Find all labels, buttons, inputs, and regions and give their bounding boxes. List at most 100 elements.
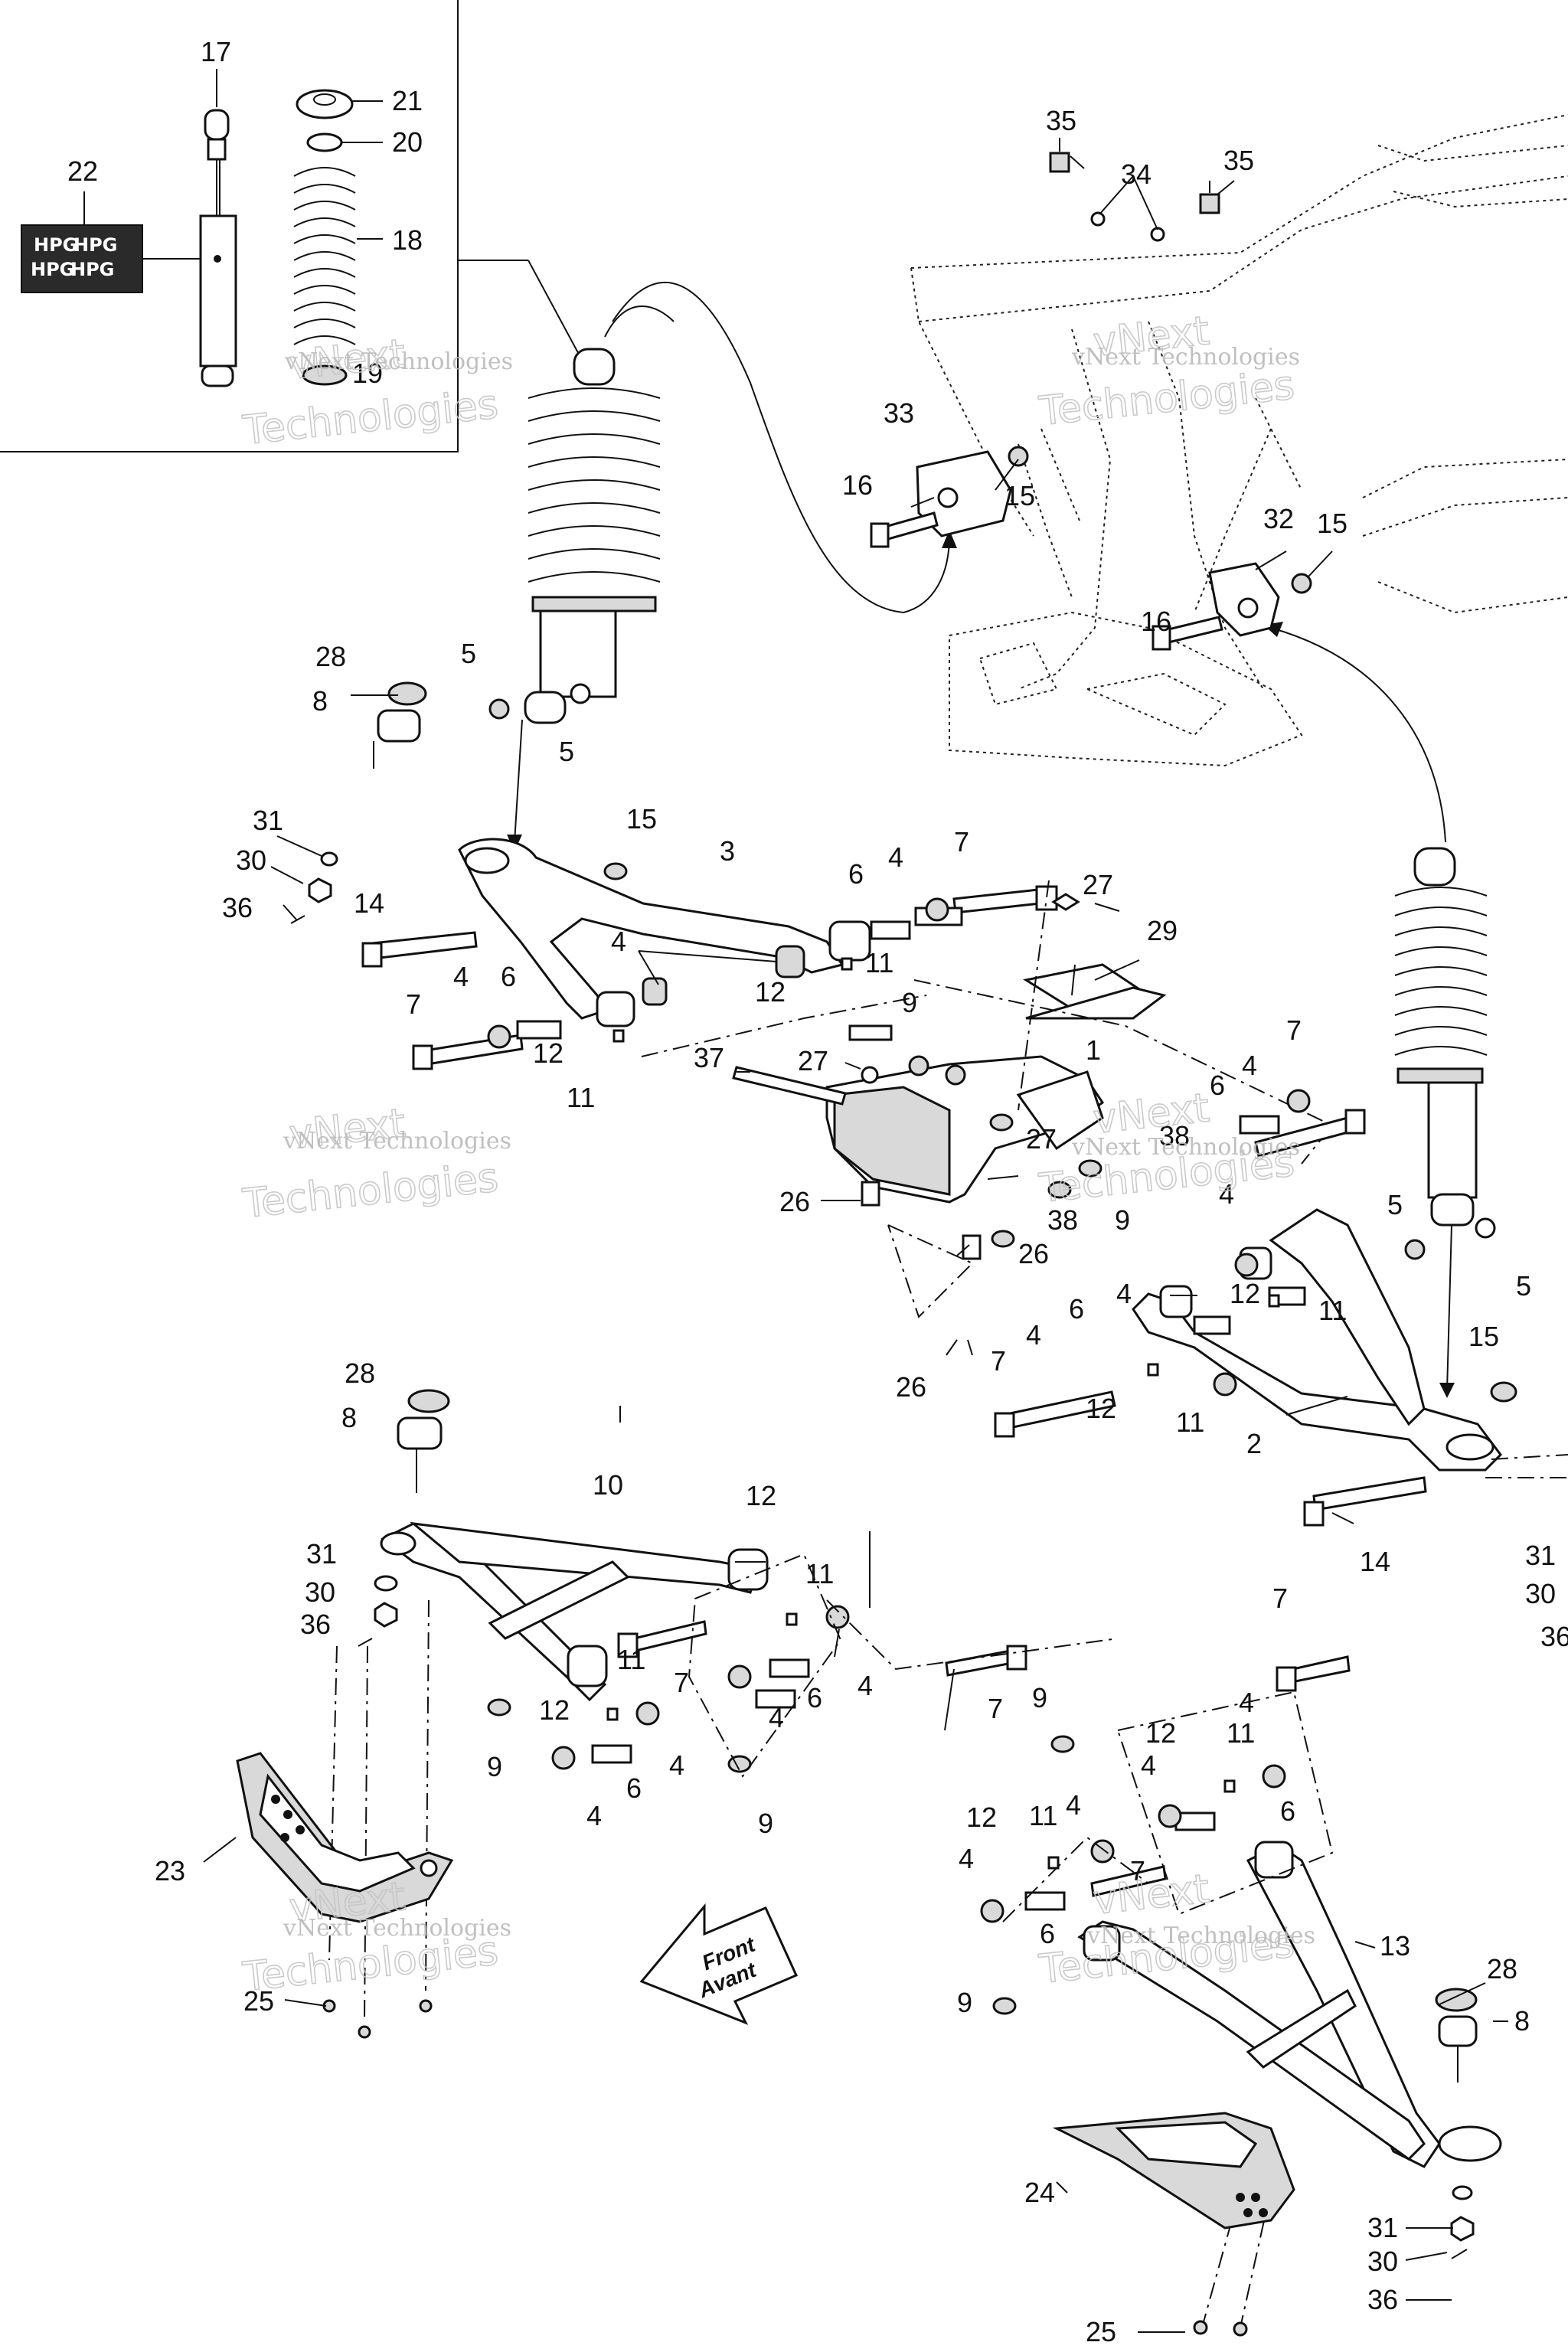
callout-11-arm13-left: 11 (1029, 1800, 1057, 1831)
hpg-decal: HPG HPG HPG HPG (21, 224, 216, 293)
callout-7-arm3-right: 7 (954, 826, 969, 858)
left-lower-arm-10 (358, 1389, 1027, 1773)
callout-6-arm3-left: 6 (501, 961, 516, 992)
watermark-tech-1: Technologies (240, 381, 500, 454)
callout-30-left: 30 (305, 1576, 335, 1608)
watermark-text-1: vNext Technologies (284, 348, 513, 375)
callout-11-arm13-top: 11 (1227, 1717, 1255, 1749)
callout-9-crossmember: 9 (1115, 1204, 1130, 1236)
callout-26-left: 26 (779, 1186, 810, 1217)
callout-4-arm13-top: 4 (1239, 1687, 1254, 1718)
callout-1: 1 (1086, 1034, 1101, 1066)
callout-15-bracket: 15 (1317, 508, 1348, 539)
callout-33: 33 (884, 397, 914, 429)
callout-27-left: 27 (798, 1045, 828, 1076)
callout-36-right-edge: 36 (1540, 1621, 1568, 1652)
callout-38-upper: 38 (1159, 1120, 1190, 1152)
callout-4-arm2-upper-left: 4 (1116, 1278, 1132, 1309)
hpg-decal-text-4: HPG (70, 259, 114, 280)
callout-11-arm3-right: 11 (865, 947, 893, 978)
callout-4-arm2-top: 4 (1242, 1050, 1257, 1081)
callout-4-arm10-low: 4 (669, 1749, 684, 1781)
callout-4-arm2-mid: 4 (1219, 1178, 1234, 1210)
callout-14-left: 14 (354, 887, 384, 919)
callout-30-right-edge: 30 (1525, 1578, 1556, 1609)
callout-18: 18 (392, 224, 423, 256)
callout-35-right: 35 (1223, 145, 1254, 176)
callout-11-arm2-left: 11 (1176, 1406, 1204, 1438)
callout-6-arm10-low: 6 (626, 1772, 642, 1804)
upper-arm-hardware (290, 681, 1058, 1070)
callout-5-right-bottom: 5 (1516, 1270, 1531, 1302)
callout-4-arm3-left: 4 (453, 961, 469, 992)
watermark-text-6: vNext Technologies (1086, 1922, 1315, 1949)
watermark-text-2: vNext Technologies (1071, 344, 1300, 371)
callout-31-left: 31 (306, 1538, 337, 1570)
callout-5-left-bottom: 5 (559, 736, 574, 767)
callout-9-arm10-left: 9 (487, 1751, 502, 1782)
callout-4-arm2-left: 4 (1026, 1319, 1041, 1351)
leader-lines (203, 155, 1508, 2333)
callout-4-arm13-left: 4 (1066, 1789, 1081, 1821)
callout-23: 23 (155, 1855, 185, 1886)
callout-31-top: 31 (253, 805, 283, 836)
hpg-decal-text-1: HPG (34, 234, 77, 256)
callout-10: 10 (593, 1469, 623, 1501)
callout-labels: 35 35 34 33 16 15 32 15 16 28 8 5 5 31 3… (155, 105, 1568, 2347)
callout-12-arm3-right: 12 (755, 976, 786, 1008)
callout-4-arm10-right: 4 (858, 1670, 873, 1701)
callout-9-arm13-low: 9 (957, 1987, 972, 2018)
callout-12-arm2-left: 12 (1086, 1393, 1116, 1424)
callout-12-arm10-top: 12 (746, 1480, 776, 1511)
callout-29: 29 (1147, 915, 1178, 946)
hpg-decal-text-3: HPG (31, 259, 74, 280)
watermark-text-4: vNext Technologies (1071, 1134, 1300, 1161)
callout-7-arm13-low: 7 (1130, 1855, 1145, 1886)
callout-27-bottom: 27 (1026, 1123, 1057, 1155)
callout-13: 13 (1380, 1930, 1410, 1962)
callout-20: 20 (392, 126, 423, 158)
shock-bracket-33 (870, 446, 1029, 548)
callout-31-right: 31 (1367, 2212, 1398, 2243)
crossmember-1 (732, 893, 1167, 1260)
callout-19: 19 (352, 358, 383, 389)
callout-32: 32 (1263, 503, 1294, 534)
callout-12-arm10-left: 12 (539, 1694, 570, 1726)
callout-7-arm13-top: 7 (1272, 1583, 1288, 1614)
callout-11-arm2-top: 11 (1318, 1295, 1347, 1326)
hpg-decal-text-2: HPG (74, 234, 117, 256)
callout-35-left: 35 (1046, 105, 1076, 136)
callout-7-center: 7 (988, 1693, 1003, 1724)
callout-7-arm3-left: 7 (406, 988, 421, 1020)
callout-28-left: 28 (345, 1357, 375, 1389)
callout-31-right-edge: 31 (1525, 1540, 1556, 1571)
callout-30-top: 30 (236, 844, 266, 876)
left-shock-assembly (488, 305, 675, 724)
callout-22: 22 (67, 155, 98, 187)
watermark-text-3: vNext Technologies (283, 1128, 511, 1155)
callout-4-arm10-mid: 4 (769, 1702, 784, 1733)
inset-spring-assembly (293, 89, 356, 386)
callout-4-arm10-bottom: 4 (586, 1800, 602, 1831)
right-lower-arm-13 (980, 1655, 1502, 2259)
callout-7-arm2-left: 7 (991, 1345, 1006, 1377)
callout-6-arm13-low: 6 (1040, 1918, 1055, 1949)
callout-7-arm2-top: 7 (1286, 1014, 1302, 1046)
callout-36-right: 36 (1367, 2284, 1398, 2315)
callout-28-top: 28 (315, 641, 346, 672)
vehicle-frame (910, 114, 1568, 767)
callout-3: 3 (720, 835, 735, 867)
callout-6-arm2-top: 6 (1210, 1070, 1225, 1101)
callout-7-arm10: 7 (674, 1667, 689, 1698)
right-lower-arm-2 (994, 1089, 1517, 1527)
callout-27-top: 27 (1083, 869, 1113, 900)
callout-4-arm3-right: 4 (888, 841, 903, 873)
skid-plate-24 (1052, 2112, 1295, 2337)
callout-25-left: 25 (243, 1985, 274, 2017)
callout-2: 2 (1246, 1428, 1262, 1459)
callout-37: 37 (694, 1042, 724, 1073)
callout-36-top: 36 (222, 892, 253, 923)
shock-bracket-32 (1152, 562, 1312, 651)
bare-shock-absorber (199, 109, 237, 387)
